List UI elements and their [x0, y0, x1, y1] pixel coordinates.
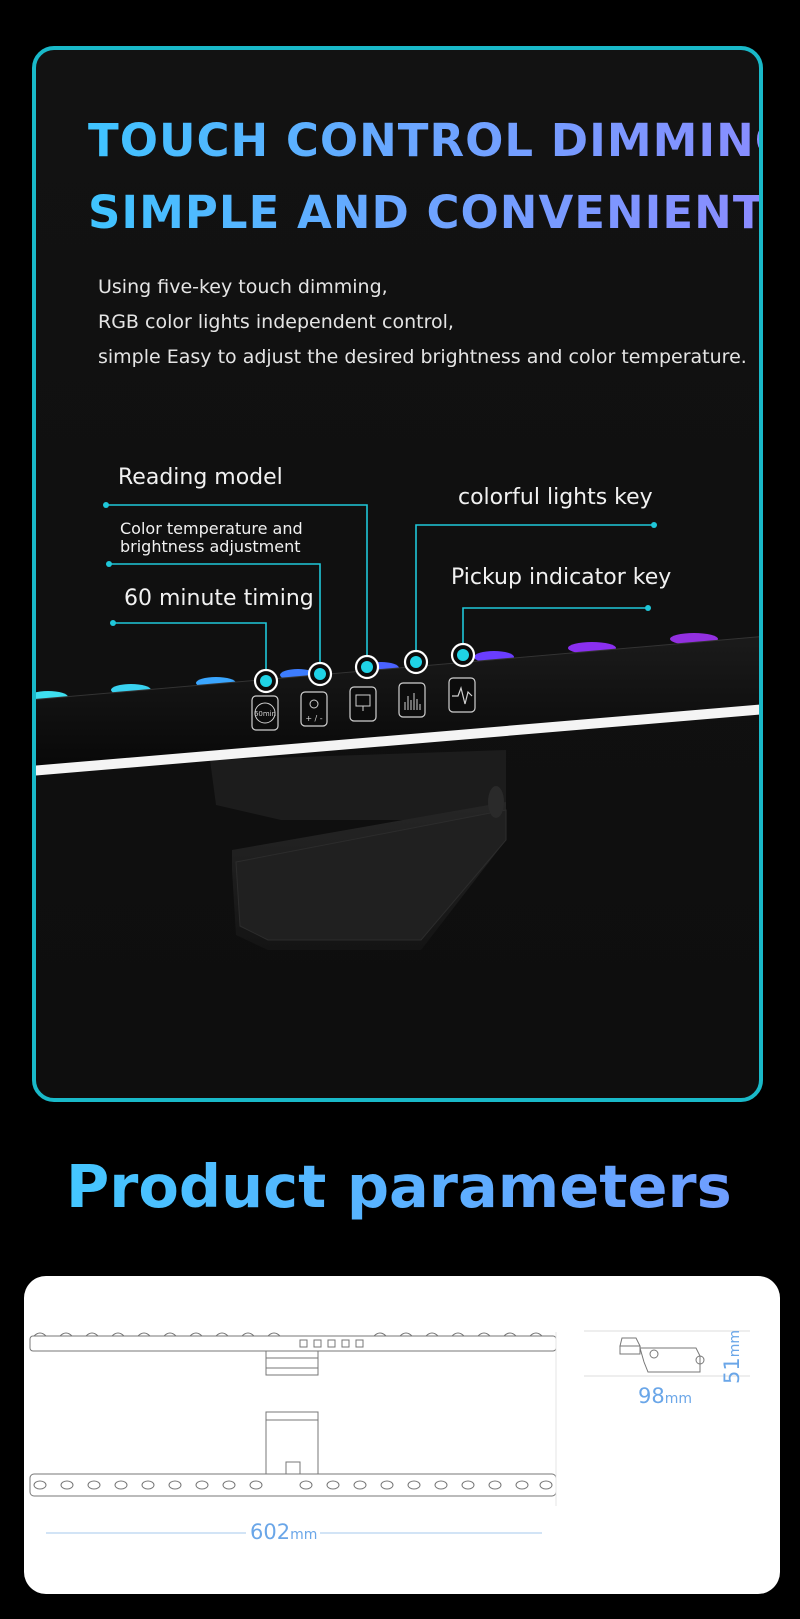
depth-dimension: 98mm [638, 1384, 692, 1408]
callout-lines [106, 504, 654, 678]
callout-timing: 60 minute timing [124, 586, 314, 611]
timer-key-label: 60min [254, 710, 276, 718]
callout-color-temp-line2: brightness adjustment [120, 537, 301, 556]
height-value: 51 [720, 1357, 744, 1384]
dimension-lines [46, 1330, 750, 1534]
lamp-clamp [210, 750, 507, 950]
brightness-key[interactable]: + / - [300, 691, 328, 727]
bottom-view-ovals [33, 1480, 553, 1490]
feature-description-line2: RGB color lights independent control, [98, 311, 454, 333]
front-view-bumps [33, 1332, 543, 1337]
feature-title-line2: SIMPLE AND CONVENIENT [88, 186, 763, 239]
feature-description-line3: simple Easy to adjust the desired bright… [98, 346, 747, 368]
touch-keys: 60min + / - [251, 677, 476, 731]
reading-key[interactable] [349, 686, 377, 722]
feature-title-line1: TOUCH CONTROL DIMMING [88, 114, 759, 167]
depth-value: 98 [638, 1384, 665, 1408]
callout-reading-model: Reading model [118, 465, 283, 490]
dimension-drawing [29, 1330, 750, 1534]
equalizer-icon [404, 693, 421, 710]
callout-pickup: Pickup indicator key [451, 565, 672, 590]
front-view-keys [299, 1339, 364, 1348]
section-title: Product parameters [66, 1152, 732, 1221]
depth-unit: mm [664, 1391, 693, 1407]
length-dimension: 602mm [250, 1520, 317, 1544]
colorful-lights-key[interactable] [398, 682, 426, 718]
waveform-icon [452, 685, 473, 705]
brightness-key-label: + / - [305, 714, 322, 723]
length-unit: mm [290, 1527, 318, 1543]
length-value: 602 [250, 1520, 291, 1544]
height-dimension: 51mm [720, 1330, 744, 1384]
callout-colorful-lights: colorful lights key [458, 485, 653, 510]
pickup-key[interactable] [448, 677, 476, 713]
timer-key[interactable]: 60min [251, 695, 279, 731]
callout-markers [253, 642, 476, 694]
feature-description-line1: Using five-key touch dimming, [98, 276, 388, 298]
lamp-illustration: 60min + / - [36, 502, 759, 950]
callout-color-temp-line1: Color temperature and [120, 519, 303, 538]
bulb-icon [309, 699, 319, 709]
callout-endpoints [103, 502, 657, 626]
height-unit: mm [727, 1329, 743, 1358]
spec-diagram: 602mm 98mm 51mm [24, 1276, 780, 1594]
light-bar [36, 636, 759, 776]
feature-panel: TOUCH CONTROL DIMMING SIMPLE AND CONVENI… [32, 46, 763, 1102]
